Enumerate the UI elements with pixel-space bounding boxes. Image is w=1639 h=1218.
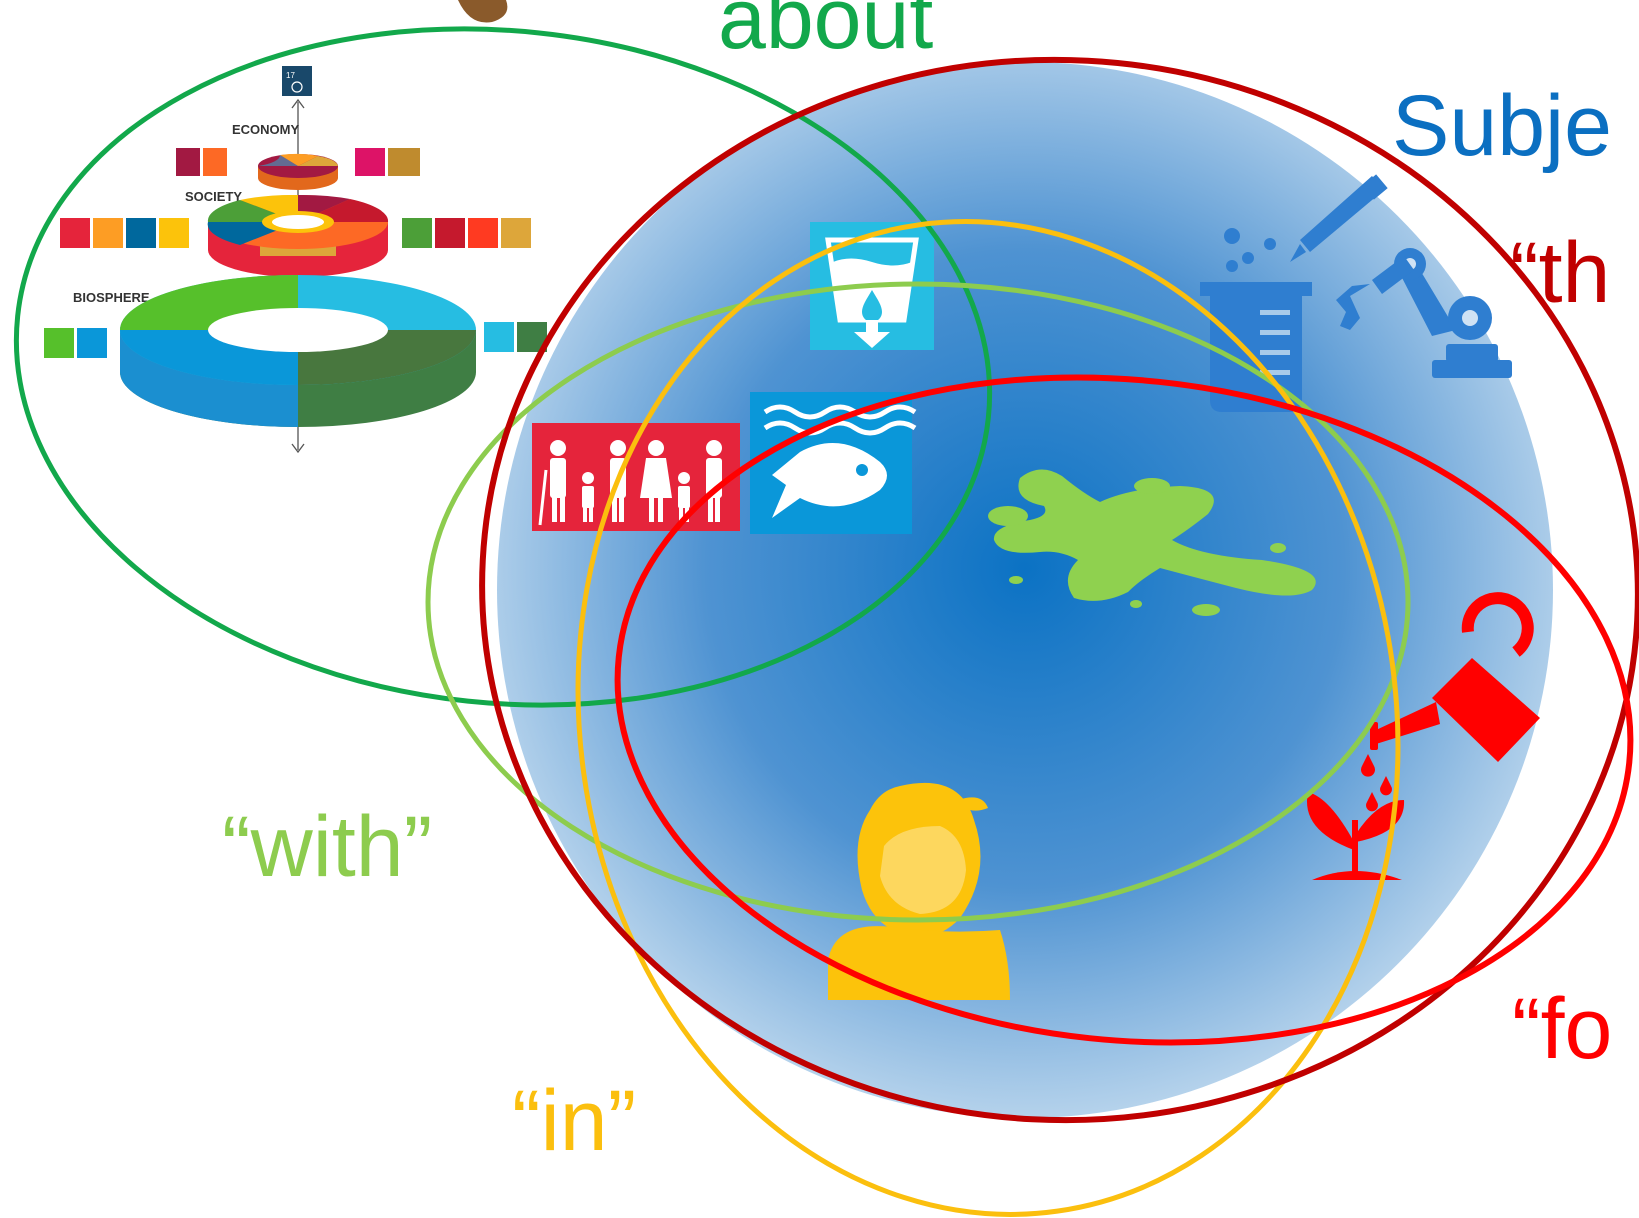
with-ellipse — [425, 281, 1411, 923]
in-ellipse — [575, 219, 1401, 1217]
sdg-wedding-cake: 17 ECONOMY SOCIETY — [44, 66, 547, 454]
sdg14-life-below-water-icon — [750, 392, 917, 534]
label-through: “th — [1510, 225, 1610, 321]
economy-label: ECONOMY — [232, 122, 300, 137]
splash-icon — [988, 469, 1316, 616]
biosphere-label: BIOSPHERE — [73, 290, 150, 305]
label-with: “with” — [222, 799, 432, 895]
for-ellipse — [614, 374, 1634, 1046]
about-ellipse — [13, 26, 993, 708]
lab-flask-icon — [1200, 174, 1388, 412]
robot-arm-icon — [1336, 248, 1512, 378]
label-about: about — [718, 0, 933, 67]
through-ellipse — [479, 56, 1639, 1124]
top-clipped-mark — [458, 0, 508, 23]
sdg17-tile — [282, 66, 312, 96]
label-in: “in” — [512, 1073, 636, 1169]
society-label: SOCIETY — [185, 189, 242, 204]
sdg17-number: 17 — [286, 71, 295, 80]
label-subject: Subje — [1392, 78, 1612, 174]
label-for: “fo — [1512, 981, 1612, 1077]
subject-sphere — [497, 62, 1553, 1118]
watering-can-icon — [1361, 592, 1540, 812]
